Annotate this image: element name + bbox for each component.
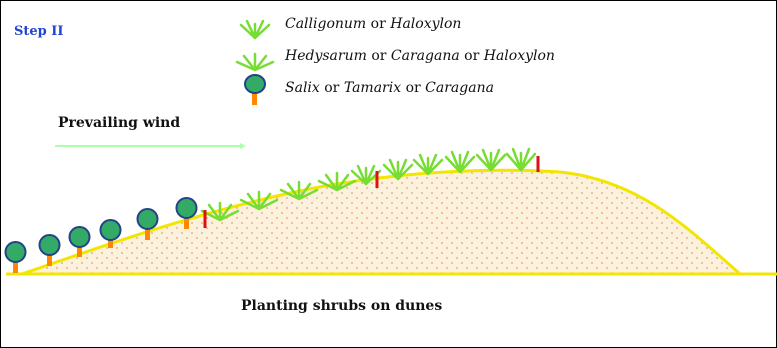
v-shrub-4 [446,152,474,172]
legend-tree-icon [245,75,265,105]
v-shrub-5 [477,150,505,170]
v-shrub-6 [507,149,535,170]
wind-arrow [55,143,246,149]
tree-1 [6,242,26,273]
dune-body [22,170,740,274]
legend-shrub-v-icon [241,21,269,38]
legend-shrub-fan-icon [237,54,273,70]
